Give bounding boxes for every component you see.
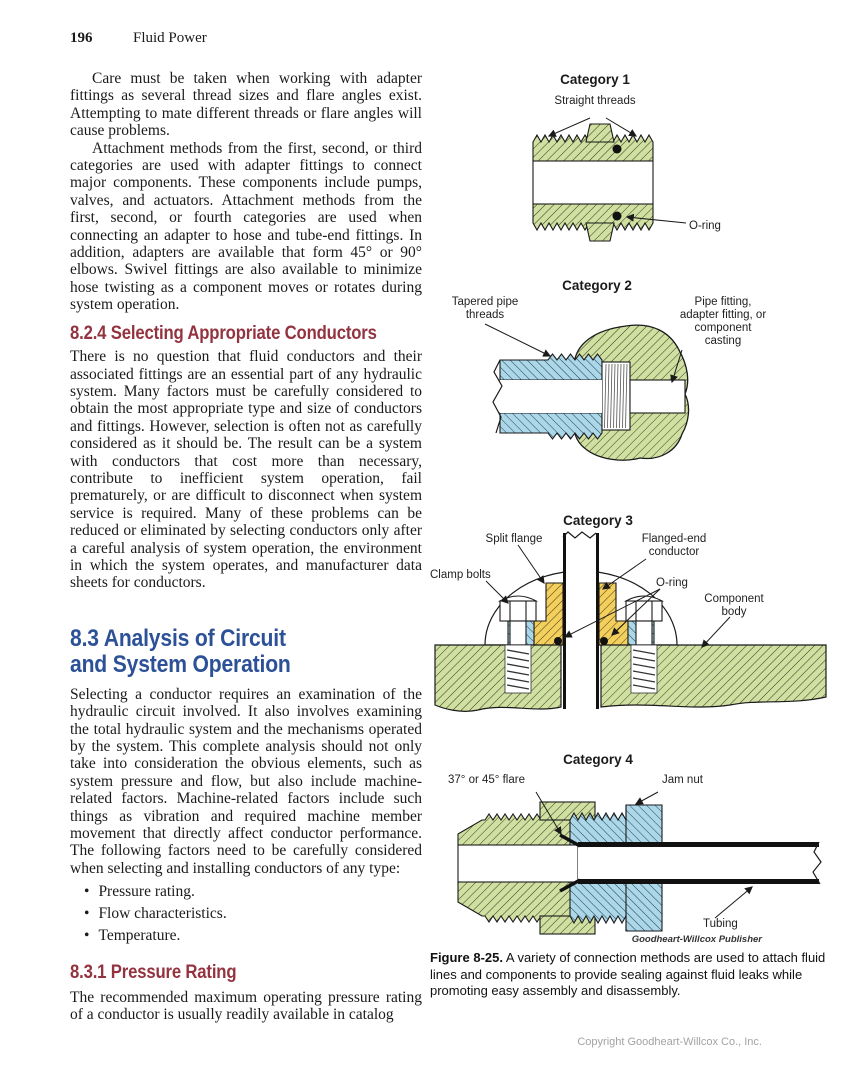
figure-credit: Goodheart-Willcox Publisher xyxy=(631,934,762,945)
category-4-title: Category 4 xyxy=(563,752,633,767)
paragraph: Selecting a conductor requires an examin… xyxy=(70,685,422,877)
page-number: 196 xyxy=(70,30,93,46)
straight-threads-label: Straight threads xyxy=(554,95,636,107)
clamp-bolts-label: Clamp bolts xyxy=(430,569,491,581)
category-4-panel: Category 4 37° or 45° flare Jam nut Tubi… xyxy=(430,752,832,952)
split-flange-label: Split flange xyxy=(485,533,543,545)
o-ring-dot xyxy=(554,637,562,645)
figure-caption-text: A variety of connection methods are used… xyxy=(430,950,826,998)
category-4-diagram xyxy=(457,791,832,935)
leader-line xyxy=(701,616,731,648)
category-1-title: Category 1 xyxy=(560,72,630,87)
leader-line xyxy=(634,791,659,805)
leader-line xyxy=(670,349,683,384)
fitting-hex-top xyxy=(539,801,596,821)
category-2-diagram xyxy=(484,323,690,461)
list-item: Temperature. xyxy=(84,927,422,944)
jam-nut-top xyxy=(569,804,663,846)
fitting-bore xyxy=(457,844,579,883)
component-body-label: Component body xyxy=(704,593,764,618)
category-2-panel: Category 2 Tapered pipe threads Pipe fit… xyxy=(430,278,832,513)
o-ring-dot xyxy=(612,144,622,154)
category-3-title: Category 3 xyxy=(563,513,633,528)
leader-line xyxy=(485,580,509,604)
fitting-bore xyxy=(532,160,654,205)
bolt-shank-right xyxy=(635,620,653,646)
jam-nut-bottom xyxy=(569,881,663,932)
list-item: Pressure rating. xyxy=(84,883,422,900)
section-heading-83: 8.3 Analysis of Circuit and System Opera… xyxy=(70,624,291,678)
tubing-label: Tubing xyxy=(703,918,738,930)
pipe-fitting-label: Pipe fitting, adapter fitting, or compon… xyxy=(679,296,767,347)
leader-line xyxy=(611,588,661,636)
category-3-panel: Category 3 Split flange Flanged-end cond… xyxy=(430,513,832,752)
fitting-hex-bottom xyxy=(539,915,596,935)
paragraph: There is no question that fluid conducto… xyxy=(70,348,422,592)
bolt-thread-spring xyxy=(630,644,658,694)
tapered-threads-label: Tapered pipe threads xyxy=(451,296,519,321)
text-column: Care must be taken when working with ada… xyxy=(70,70,422,1024)
o-ring-label: O-ring xyxy=(656,577,688,589)
fitting-hex-top xyxy=(585,123,615,143)
leader-line xyxy=(605,117,638,137)
flare-edge xyxy=(559,878,581,893)
bolt-head-left xyxy=(499,600,537,622)
leader-line xyxy=(547,117,591,137)
section-heading-824: 8.2.4 Selecting Appropriate Conductors xyxy=(70,322,377,344)
flare-edge xyxy=(559,833,581,848)
leader-line xyxy=(535,791,562,836)
tubing-top-wall xyxy=(578,842,822,847)
o-ring-dot xyxy=(600,637,608,645)
category-3-diagram xyxy=(434,531,827,712)
leader-line xyxy=(563,588,661,638)
pipe-bottom-wall xyxy=(499,412,603,440)
paragraph: The recommended maximum operating pressu… xyxy=(70,988,422,1024)
o-ring-dot xyxy=(612,211,622,221)
leader-line xyxy=(517,544,545,584)
section-heading-831: 8.3.1 Pressure Rating xyxy=(70,962,237,984)
copyright-line: Copyright Goodheart-Willcox Co., Inc. xyxy=(577,1036,762,1048)
category-1-diagram xyxy=(532,117,687,242)
tubing-bottom-wall xyxy=(578,879,822,884)
list-item: Flow characteristics. xyxy=(84,905,422,922)
pipe-break-edge xyxy=(492,359,503,434)
pipe-top-wall xyxy=(499,353,603,381)
tube-break-edge xyxy=(562,531,597,539)
flare-label: 37° or 45° flare xyxy=(448,774,525,786)
factor-list: Pressure rating. Flow characteristics. T… xyxy=(70,883,422,944)
leader-line xyxy=(714,886,753,919)
figure-column: Category 1 Straight threads O-ring Categ… xyxy=(430,60,832,1060)
figure-caption-label: Figure 8-25. xyxy=(430,950,503,965)
leader-line xyxy=(484,323,552,357)
leader-line xyxy=(602,558,647,590)
figure-caption: Figure 8-25. A variety of connection met… xyxy=(430,950,832,1000)
thread-lines xyxy=(604,363,628,429)
conductor-tube xyxy=(563,533,599,709)
flanged-end-label: Flanged-end conductor xyxy=(641,533,707,558)
o-ring-label: O-ring xyxy=(689,220,721,232)
category-2-title: Category 2 xyxy=(562,278,632,293)
pipe-bore xyxy=(500,380,602,413)
tubing-bore xyxy=(578,847,822,879)
component-body-left xyxy=(434,644,562,712)
bolt-shank-left xyxy=(509,620,527,646)
bolt-thread-spring xyxy=(504,644,532,694)
book-title: Fluid Power xyxy=(133,30,207,46)
leader-line xyxy=(625,213,687,224)
paragraph: Care must be taken when working with ada… xyxy=(70,70,422,140)
fitting-hex-bottom xyxy=(585,222,615,242)
casting-bore xyxy=(629,379,686,414)
tube-break-mask xyxy=(819,838,832,888)
category-1-panel: Category 1 Straight threads O-ring xyxy=(430,72,832,277)
paragraph: Attachment methods from the first, secon… xyxy=(70,139,422,314)
jam-nut-label: Jam nut xyxy=(662,774,703,786)
tube-break-edge xyxy=(812,841,822,885)
